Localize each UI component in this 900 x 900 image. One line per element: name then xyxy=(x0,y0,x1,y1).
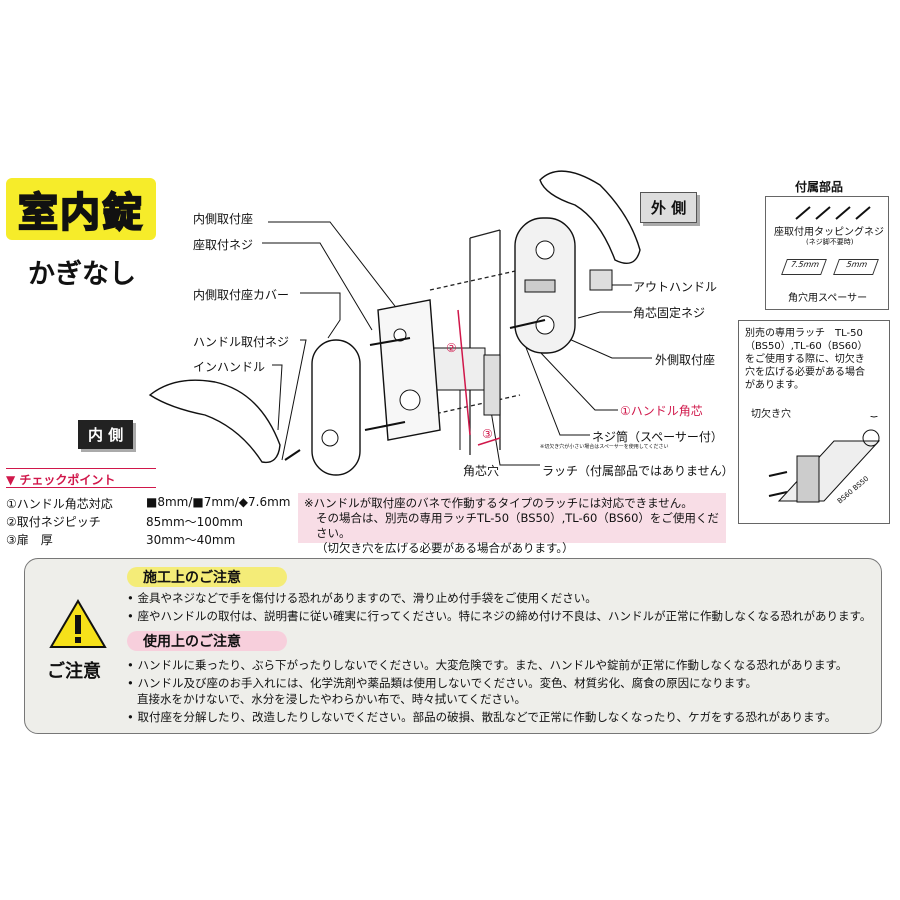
cp-value: 30mm〜40mm xyxy=(146,533,236,547)
cover-shape xyxy=(311,339,361,476)
checkpoint-header: ▼ チェックポイント xyxy=(6,468,156,488)
label-handle-spindle: ①ハンドル角芯 xyxy=(620,404,703,418)
cp-label: ①ハンドル角芯対応 xyxy=(6,497,113,511)
label-in-handle: インハンドル xyxy=(193,360,266,374)
latch-info-box: 別売の専用ラッチ TL-50 （BS50）,TL-60（BS60） をご使用する… xyxy=(738,320,890,524)
install-item-text: 座やハンドルの取付は、説明書に従い確実に行ってください。特にネジの締め付け不良は… xyxy=(137,609,872,623)
caution-label: ご注意 xyxy=(47,661,101,682)
parts-spacer-label: 角穴用スペーサー xyxy=(788,293,868,304)
label-inner-mount-seat: 内側取付座 xyxy=(193,212,254,226)
in-handle-shape xyxy=(148,379,281,464)
checkpoint-row: ②取付ネジピッチ 85mm〜100mm xyxy=(6,513,243,530)
latch-compat-note: ※ハンドルが取付座のバネで作動するタイプのラッチには対応できません。 その場合は… xyxy=(298,493,726,555)
warning-triangle-icon xyxy=(49,599,107,648)
label-out-handle: アウトハンドル xyxy=(633,280,718,294)
spacer-7-5: 7.5mm xyxy=(781,259,827,275)
use-caution-title: 使用上のご注意 xyxy=(127,631,287,651)
latch-info-text: 別売の専用ラッチ TL-50 （BS50）,TL-60（BS60） をご使用する… xyxy=(745,327,868,392)
leader-handle-screw xyxy=(281,339,307,461)
label-inner-seat-cover: 内側取付座カバー xyxy=(193,288,290,302)
exploded-diagram: ② ③ xyxy=(148,170,652,476)
outside-tag: 外 側 xyxy=(640,192,698,223)
parts-screws-note: (ネジ脚不要時) xyxy=(806,238,854,246)
leader-cover xyxy=(300,292,341,339)
checkpoint-row: ③扉 厚 30mm〜40mm xyxy=(6,531,235,548)
dim-2-label: ② xyxy=(446,341,457,355)
latch-text-line: 穴を広げる必要がある場合 xyxy=(745,367,865,378)
install-caution-title: 施工上のご注意 xyxy=(127,567,287,587)
dim-3-label: ③ xyxy=(482,427,493,441)
inside-tag: 内 側 xyxy=(78,420,134,449)
leader-screw-tube xyxy=(524,344,590,436)
leader-inner-seat xyxy=(268,221,399,311)
use-item: • ハンドル及び座のお手入れには、化学洗剤や薬品類は使用しないでください。変色、… xyxy=(127,676,757,690)
tapping-screws-illustration xyxy=(795,206,871,220)
caution-panel: ご注意 施工上のご注意 • 金具やネジなどで手を傷付ける恐れがありますので、滑り… xyxy=(24,558,882,734)
leader-seat-screw xyxy=(262,242,373,331)
note-line: （切欠き穴を広げる必要がある場合があります。） xyxy=(316,541,574,555)
cp-label: ③扉 厚 xyxy=(6,533,53,547)
install-item: • 座やハンドルの取付は、説明書に従い確実に行ってください。特にネジの締め付け不… xyxy=(127,609,872,623)
install-item: • 金具やネジなどで手を傷付ける恐れがありますので、滑り止め付手袋をご使用くださ… xyxy=(127,591,597,605)
spacer-5: 5mm xyxy=(833,259,879,275)
use-item-text: 取付座を分解したり、改造したりしないでください。部品の破損、散乱などで正常に作動… xyxy=(137,710,837,724)
note-line: その場合は、別売の専用ラッチTL-50（BS50）,TL-60（BS60）をご使… xyxy=(316,511,719,540)
tiny-spacer-note: ※切欠き穴が小さい場合はスペーサーを使用してください xyxy=(540,444,669,450)
parts-box: 座取付用タッピングネジ (ネジ脚不要時) 7.5mm 5mm 角穴用スペーサー xyxy=(765,196,889,310)
label-seat-screw: 座取付ネジ xyxy=(193,238,254,252)
label-spindle-hole: 角芯穴 xyxy=(463,464,500,478)
label-handle-screw: ハンドル取付ネジ xyxy=(193,335,290,349)
leader-outer-seat xyxy=(559,334,652,359)
latch-text-line: があります。 xyxy=(745,380,804,391)
label-screw-tube: ネジ筒（スペーサー付） xyxy=(592,430,723,444)
latch-shape xyxy=(429,347,486,391)
latch-notch-label: 切欠き穴 xyxy=(751,409,791,420)
use-item-cont: 直接水をかけないで、水分を浸したやわらかい布で、時々拭いてください。 xyxy=(137,692,527,706)
label-spindle-fix-screw: 角芯固定ネジ xyxy=(633,306,706,320)
latch-text-line: 別売の専用ラッチ TL-50 xyxy=(745,328,863,339)
cp-value: 85mm〜100mm xyxy=(146,515,243,529)
out-handle-shape xyxy=(539,170,641,264)
inner-seat-shape xyxy=(377,299,441,441)
checkpoint-row: ①ハンドル角芯対応 ■8mm/■7mm/◆7.6mm xyxy=(6,495,290,512)
install-item-text: 金具やネジなどで手を傷付ける恐れがありますので、滑り止め付手袋をご使用ください。 xyxy=(137,591,597,605)
cp-label: ②取付ネジピッチ xyxy=(6,515,101,529)
leader-fix-screw xyxy=(577,311,632,319)
use-item: • ハンドルに乗ったり、ぶら下がったりしないでください。大変危険です。また、ハン… xyxy=(127,658,848,672)
parts-screws-label: 座取付用タッピングネジ xyxy=(774,227,884,238)
product-subtitle: かぎなし xyxy=(28,259,136,290)
label-outer-mount-seat: 外側取付座 xyxy=(655,353,716,367)
use-item-text: ハンドル及び座のお手入れには、化学洗剤や薬品類は使用しないでください。変色、材質… xyxy=(137,676,757,690)
checkpoint-header-text: ▼ チェックポイント xyxy=(6,473,116,487)
leader-spindle xyxy=(539,351,618,411)
latch-illustration xyxy=(768,416,881,503)
product-title: 室内錠 xyxy=(17,189,144,237)
cp-value: ■8mm/■7mm/◆7.6mm xyxy=(146,495,291,509)
latch-text-line: （BS50）,TL-60（BS60） xyxy=(745,341,868,352)
title-badge: 室内錠 xyxy=(6,178,156,240)
leader-in-handle xyxy=(272,364,283,431)
use-item: • 取付座を分解したり、改造したりしないでください。部品の破損、散乱などで正常に… xyxy=(127,710,837,724)
leader-latch xyxy=(489,404,540,466)
note-line: ※ハンドルが取付座のバネで作動するタイプのラッチには対応できません。 xyxy=(304,496,693,510)
use-item-text: ハンドルに乗ったり、ぶら下がったりしないでください。大変危険です。また、ハンドル… xyxy=(137,658,848,672)
label-latch: ラッチ（付属部品ではありません） xyxy=(542,464,734,478)
latch-text-line: をご使用する際に、切欠き xyxy=(745,354,865,365)
parts-title: 付属部品 xyxy=(795,180,844,194)
